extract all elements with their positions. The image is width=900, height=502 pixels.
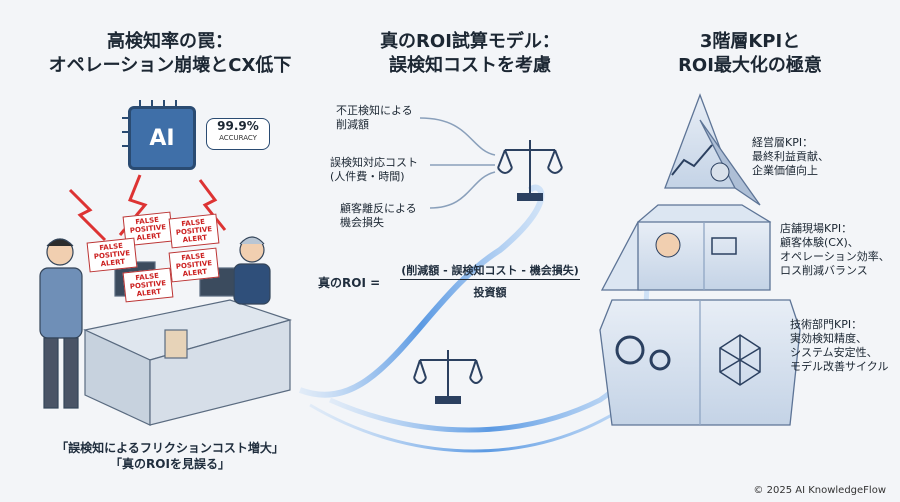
ai-chip-icon: AI xyxy=(128,106,196,170)
kpi-pyramid xyxy=(599,93,801,426)
roi-equation-lhs: 真のROI = xyxy=(318,276,381,290)
left-title-line1: 高検知率の罠： xyxy=(107,31,233,52)
input-fp-cost-line2: (人件費・時間) xyxy=(330,170,405,183)
network-icon xyxy=(719,334,761,386)
caption-line1: 「誤検知によるフリクションコスト増大」 xyxy=(56,441,284,455)
input-savings: 不正検知による 削減額 xyxy=(336,104,426,132)
false-positive-alert: FALSE POSITIVE ALERT xyxy=(122,267,174,303)
tier-executive: 経営層KPI： 最終利益貢献、 企業価値向上 xyxy=(752,136,892,178)
growth-chart-icon xyxy=(671,144,713,176)
false-positive-alert: FALSE POSITIVE ALERT xyxy=(86,237,138,273)
input-arrows xyxy=(419,117,496,209)
input-savings-line1: 不正検知による xyxy=(336,104,413,117)
tier-store: 店舗現場KPI： 顧客体験(CX)、 オペレーション効率、 ロス削減バランス xyxy=(780,222,898,278)
balance-scale-icon xyxy=(413,350,483,404)
gear-icon xyxy=(615,335,645,365)
tier-store-line2: オペレーション効率、 xyxy=(780,250,890,263)
coin-icon xyxy=(710,162,730,182)
middle-title-line1: 真のROI試算モデル： xyxy=(380,31,560,52)
tier-tech-line3: モデル改善サイクル xyxy=(790,360,889,373)
tier-tech: 技術部門KPI： 実効検知精度、 システム安定性、 モデル改善サイクル xyxy=(790,318,896,374)
input-churn-loss-line1: 顧客離反による xyxy=(340,202,417,215)
accuracy-badge: 99.9% ACCURACY xyxy=(206,118,270,150)
cart-icon xyxy=(711,237,737,255)
left-caption: 「誤検知によるフリクションコスト増大」 「真のROIを見誤る」 xyxy=(40,440,300,472)
balance-scale-icon xyxy=(497,140,563,201)
person-icon xyxy=(655,232,681,258)
roi-equation: 真のROI = (削減額 - 誤検知コスト - 機会損失) 投資額 xyxy=(318,262,588,302)
right-title-line2: ROI最大化の極意 xyxy=(678,55,822,76)
flow-stream xyxy=(298,184,545,398)
left-title-line2: オペレーション崩壊とCX低下 xyxy=(48,55,292,76)
input-fp-cost-line1: 誤検知対応コスト xyxy=(330,156,418,169)
tier-tech-title: 技術部門KPI： xyxy=(790,318,863,331)
customer-figure xyxy=(39,238,83,409)
middle-title-line2: 誤検知コストを考慮 xyxy=(389,55,551,76)
roi-equation-numerator: (削減額 - 誤検知コスト - 機会損失) xyxy=(401,264,579,277)
tier-store-line3: ロス削減バランス xyxy=(780,264,868,277)
false-positive-alert: FALSE POSITIVE ALERT xyxy=(168,213,220,249)
tier-tech-line2: システム安定性、 xyxy=(790,346,878,359)
input-fp-cost: 誤検知対応コスト (人件費・時間) xyxy=(330,156,430,184)
accuracy-label: ACCURACY xyxy=(219,134,257,142)
left-title: 高検知率の罠： オペレーション崩壊とCX低下 xyxy=(20,30,320,78)
right-title: 3階層KPIと ROI最大化の極意 xyxy=(620,30,880,78)
tier-executive-title: 経営層KPI： xyxy=(752,136,814,149)
lightning-icon xyxy=(68,188,107,242)
tier-tech-line1: 実効検知精度、 xyxy=(790,332,867,345)
tier-executive-line2: 企業価値向上 xyxy=(752,164,818,177)
fraction-bar xyxy=(400,279,580,280)
input-savings-line2: 削減額 xyxy=(336,118,369,131)
footer-copyright: © 2025 AI KnowledgeFlow xyxy=(753,485,886,496)
accuracy-value: 99.9% xyxy=(217,119,259,133)
roi-equation-denominator: 投資額 xyxy=(473,286,507,299)
false-positive-alert: FALSE POSITIVE ALERT xyxy=(168,247,220,283)
tier-store-title: 店舗現場KPI： xyxy=(780,222,853,235)
input-churn-loss: 顧客離反による 機会損失 xyxy=(340,202,430,230)
staff-figure xyxy=(233,236,271,305)
right-title-line1: 3階層KPIと xyxy=(699,31,801,52)
tier-store-line1: 顧客体験(CX)、 xyxy=(780,236,859,249)
tier-executive-line1: 最終利益貢献、 xyxy=(752,150,829,163)
input-churn-loss-line2: 機会損失 xyxy=(340,216,384,229)
gear-icon xyxy=(649,349,671,371)
middle-title: 真のROI試算モデル： 誤検知コストを考慮 xyxy=(340,30,600,78)
caption-line2: 「真のROIを見誤る」 xyxy=(110,457,230,471)
